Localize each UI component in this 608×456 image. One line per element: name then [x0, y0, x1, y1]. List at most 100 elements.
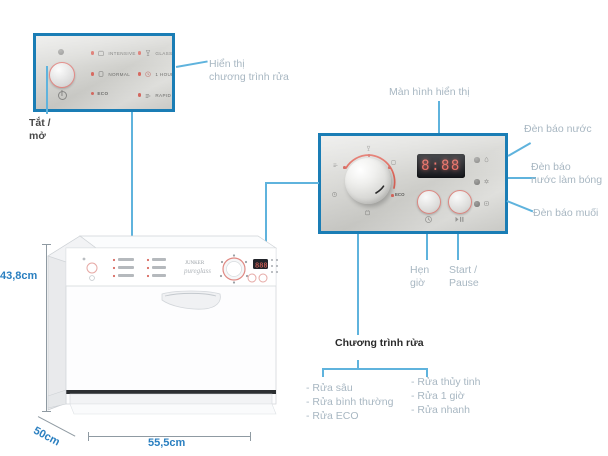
start-pause-button[interactable]: [448, 190, 472, 214]
caption-start-line2: Pause: [449, 276, 479, 289]
led-eco: [91, 91, 95, 96]
caption-power: Tắt / mở: [29, 117, 51, 142]
program-selector-knob-area[interactable]: ECO: [332, 145, 405, 218]
caption-display-program: Hiển thị chương trình rửa: [209, 58, 289, 83]
programs-bracket-h: [322, 368, 427, 370]
leader-line-start-pause: [457, 234, 459, 260]
caption-display-screen: Màn hình hiển thị: [389, 86, 470, 98]
water-icon: [484, 156, 489, 163]
programs-callout-title: Chương trình rửa: [335, 337, 424, 349]
knob-dot-ne: [388, 166, 391, 169]
plate-icon: [99, 71, 104, 77]
program-selector-knob[interactable]: [345, 158, 391, 204]
start-pause-icon: [455, 216, 464, 222]
program-label-glass: GLASS: [155, 50, 173, 56]
knob-dot-eco: [391, 194, 394, 197]
dimension-cap-height-bottom: [42, 411, 51, 413]
dimension-cap-width-left: [88, 432, 90, 441]
caption-display-line1: Hiển thị: [209, 58, 245, 70]
led-rapid: [138, 93, 142, 97]
left-control-panel-callout: INTENSIVE GLASS NORMAL 1 HOUR ECO RAPID: [33, 33, 175, 112]
knob-plate-icon: [391, 160, 396, 165]
program-item-glass-wash: - Rửa thủy tinh: [411, 376, 481, 388]
indicator-light-rinse-aid: [474, 179, 480, 185]
knob-clock-icon: [332, 192, 337, 197]
glass-icon: [146, 50, 151, 56]
leader-line-indicator-salt: [506, 200, 534, 213]
program-label-rapid: RAPID: [155, 92, 172, 98]
lcd-display: 8:88: [417, 154, 465, 178]
right-control-panel-callout: ECO 8:88: [318, 133, 508, 234]
knob-glass-icon: [366, 145, 371, 151]
label-indicator-rinse-aid: Đèn báo nước làm bóng: [531, 161, 602, 186]
leader-line-right-panel-v: [265, 182, 267, 254]
programs-list-right: - Rửa thủy tinh - Rửa 1 giờ - Rửa nhanh: [411, 375, 480, 417]
led-normal: [91, 72, 95, 76]
program-row-intensive[interactable]: INTENSIVE: [91, 49, 136, 57]
dimension-cap-width-right: [250, 432, 252, 441]
dimension-line-width: [88, 436, 251, 438]
leader-line-screen: [438, 101, 440, 133]
timer-button[interactable]: [417, 190, 441, 214]
caption-power-line1: Tắt /: [29, 117, 51, 129]
program-label-1hour: 1 HOUR: [155, 71, 175, 77]
leader-line-display-caption: [175, 60, 208, 68]
leader-line-programs: [357, 234, 359, 335]
label-rinse-line2: nước làm bóng: [531, 173, 603, 186]
program-item-eco-wash: - Rửa ECO: [306, 410, 359, 422]
leader-line-panel-to-machine: [131, 112, 133, 257]
programs-bracket-v-mid: [357, 360, 359, 368]
label-indicator-water: Đèn báo nước: [524, 123, 592, 135]
program-row-1hour[interactable]: 1 HOUR: [138, 70, 175, 78]
clock-icon: [145, 71, 152, 77]
programs-list-left: - Rửa sâu - Rửa bình thường - Rửa ECO: [306, 381, 394, 423]
indicator-light-water: [474, 157, 480, 163]
rinse-aid-icon: [484, 178, 489, 184]
power-button[interactable]: [49, 62, 75, 88]
programs-bracket-v-right: [426, 368, 428, 377]
knob-dot-nw: [343, 166, 346, 169]
dimension-cap-height-top: [42, 244, 51, 246]
leader-line-timer: [426, 234, 428, 260]
dimension-depth: 50cm: [31, 424, 62, 449]
left-panel-status-dot: [58, 49, 64, 55]
led-1hour: [138, 72, 142, 76]
program-label-intensive: INTENSIVE: [108, 50, 136, 56]
caption-timer-line2: giờ: [410, 276, 426, 289]
power-icon: [57, 91, 67, 100]
caption-display-line2: chương trình rửa: [209, 70, 289, 83]
leader-line-indicator-rinse: [508, 177, 536, 179]
leader-line-power: [46, 66, 48, 114]
caption-start-line1: Start /: [449, 264, 478, 276]
dishwasher-illustration: JUNKER pureglass 888: [47, 235, 278, 415]
caption-timer-line1: Hẹn: [410, 264, 430, 276]
program-row-rapid[interactable]: RAPID: [138, 91, 171, 99]
knob-eco-label: ECO: [395, 192, 405, 197]
pot-icon: [98, 50, 105, 56]
lcd-value: 8:88: [421, 158, 461, 174]
leader-line-right-panel-h1: [265, 182, 319, 184]
dimension-line-height: [46, 244, 48, 412]
led-glass: [138, 51, 142, 55]
program-row-glass[interactable]: GLASS: [138, 49, 172, 57]
svg-text:pureglass: pureglass: [183, 267, 211, 275]
caption-power-line2: mở: [29, 129, 46, 142]
program-item-quick-wash: - Rửa nhanh: [411, 404, 470, 416]
program-item-normal-wash: - Rửa bình thường: [306, 396, 394, 408]
program-label-eco: ECO: [97, 91, 109, 96]
program-item-deep-wash: - Rửa sâu: [306, 382, 353, 394]
svg-text:JUNKER: JUNKER: [185, 261, 205, 266]
knob-arc: [345, 154, 396, 189]
program-row-normal[interactable]: NORMAL: [91, 70, 130, 78]
indicator-light-salt: [474, 201, 480, 207]
label-rinse-line1: Đèn báo: [531, 161, 571, 173]
timer-icon: [425, 216, 432, 223]
dimension-height: 43,8cm: [0, 270, 38, 282]
caption-timer: Hẹn giờ: [410, 264, 429, 289]
rapid-icon: [146, 94, 151, 98]
knob-pointer-icon: [375, 185, 385, 194]
dimension-width: 55,5cm: [148, 437, 186, 449]
program-row-eco[interactable]: ECO: [91, 91, 108, 96]
led-intensive: [91, 51, 95, 55]
